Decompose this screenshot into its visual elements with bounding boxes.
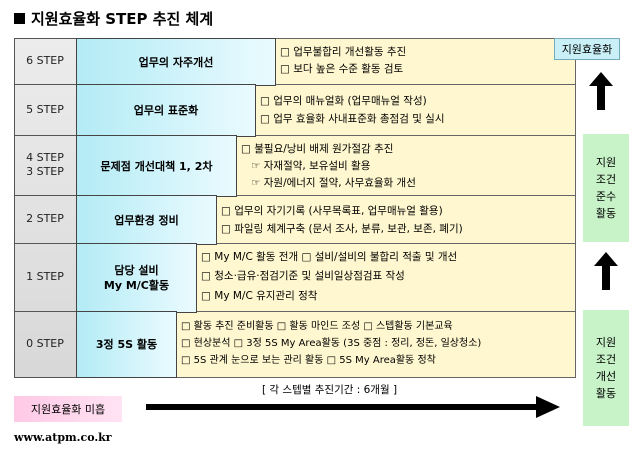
- condition-compliance-box: 지원 조건 준수 활동: [583, 134, 629, 242]
- step-label: 6 STEP: [26, 54, 64, 67]
- step-label: 0 STEP: [26, 337, 64, 350]
- step-label: 2 STEP: [26, 212, 64, 225]
- step-name-6: 업무의 자주개선: [76, 38, 276, 86]
- up-arrow-icon: [594, 252, 618, 290]
- step-item: ☞ 자재절약, 보유설비 활용: [251, 160, 371, 172]
- step-item: □ 파일링 체계구축 (문서 조사, 분류, 보관, 보존, 폐기): [221, 223, 463, 235]
- right-arrow-icon: [146, 396, 560, 418]
- step-box-6: [274, 38, 576, 86]
- step-label: 4 STEP 3 STEP: [26, 151, 64, 178]
- step-box-2: [215, 195, 576, 245]
- step-name-0: 3정 5S 활동: [76, 311, 177, 378]
- step-item: □ 활동 추진 준비활동 □ 활동 마인드 조성 □ 스텝활동 기본교육: [181, 321, 453, 332]
- step-box-1: [195, 243, 576, 313]
- step-item: □ 업무불합리 개선활동 추진: [280, 46, 407, 58]
- step-name-43: 문제점 개선대책 1, 2차: [76, 135, 237, 197]
- page-title-text: 지원효율화 STEP 추진 체계: [31, 10, 214, 28]
- step-item: □ 업무의 자기기록 (사무목록표, 업무매뉴얼 활용): [221, 205, 443, 217]
- bullet-square-icon: [14, 13, 25, 24]
- step-item: □ 현상분석 □ 3정 5S My Area활동 (3S 중점 : 정리, 정돈…: [181, 338, 482, 349]
- step-item: □ My M/C 유지관리 정착: [201, 290, 318, 302]
- step-label: 5 STEP: [26, 103, 64, 116]
- step-name-5: 업무의 표준화: [76, 84, 256, 137]
- step-item: □ 불필요/낭비 배제 원가절감 추진: [241, 143, 394, 155]
- page-title: 지원효율화 STEP 추진 체계: [14, 8, 213, 29]
- step-item: □ My M/C 활동 전개 □ 설비/설비의 불합리 적출 및 개선: [201, 251, 458, 263]
- step-label-column: [14, 38, 78, 378]
- step-box-5: [254, 84, 576, 137]
- step-item: ☞ 자원/에너지 절약, 사무효율화 개선: [251, 177, 416, 189]
- step-item: □ 업무의 매뉴얼화 (업무매뉴얼 작성): [260, 95, 427, 107]
- step-box-0: [175, 311, 576, 378]
- step-item: □ 업무 효율화 사내표준화 총점검 및 실시: [260, 113, 445, 125]
- goal-label-box: 지원효율화: [554, 38, 620, 60]
- period-label: [ 각 스텝별 추진기간 : 6개월 ]: [262, 384, 398, 396]
- step-item: □ 5S 관계 눈으로 보는 관리 활동 □ 5S My Area활동 정착: [181, 355, 436, 366]
- source-url: www.atpm.co.kr: [14, 431, 112, 444]
- step-item: □ 청소·급유·점검기준 및 설비일상점검표 작성: [201, 270, 405, 282]
- step-item: □ 보다 높은 수준 활동 검토: [280, 63, 404, 75]
- condition-improvement-box: 지원 조건 개선 활동: [583, 310, 629, 426]
- start-state-box: 지원효율화 미흡: [14, 396, 122, 422]
- step-name-1: 담당 설비 My M/C활동: [76, 243, 197, 313]
- step-name-2: 업무환경 정비: [76, 195, 217, 245]
- up-arrow-icon: [589, 72, 613, 110]
- step-label: 1 STEP: [26, 270, 64, 283]
